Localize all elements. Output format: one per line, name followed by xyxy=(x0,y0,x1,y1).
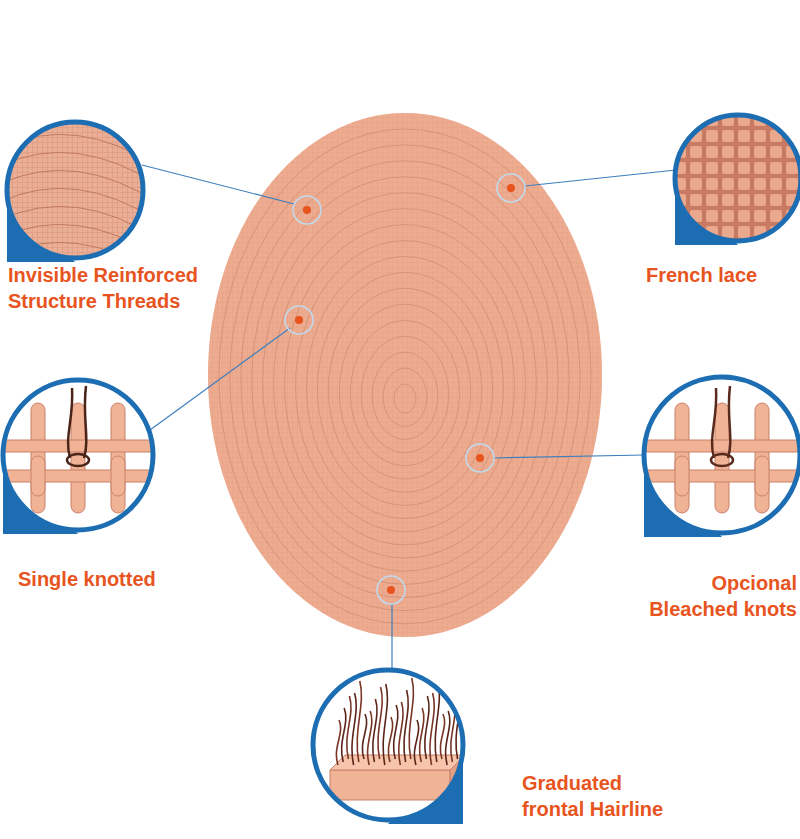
hairline-callout xyxy=(313,670,465,820)
point-markers xyxy=(285,174,525,604)
hairline-label: Graduated frontal Hairline xyxy=(522,770,682,822)
single-knot-label: Single knotted xyxy=(18,566,218,592)
bleached-knot-label: Opcional Bleached knots xyxy=(627,570,797,622)
threads-label: Invisible Reinforced Structure Threads xyxy=(8,262,238,314)
lace-label: French lace xyxy=(646,262,796,288)
lace-callout xyxy=(670,110,800,250)
bleached-knot-callout xyxy=(642,377,800,533)
base-oval xyxy=(208,113,602,637)
leader-lines xyxy=(142,165,676,670)
single-knot-callout xyxy=(0,380,158,530)
callout-tabs xyxy=(3,178,738,824)
